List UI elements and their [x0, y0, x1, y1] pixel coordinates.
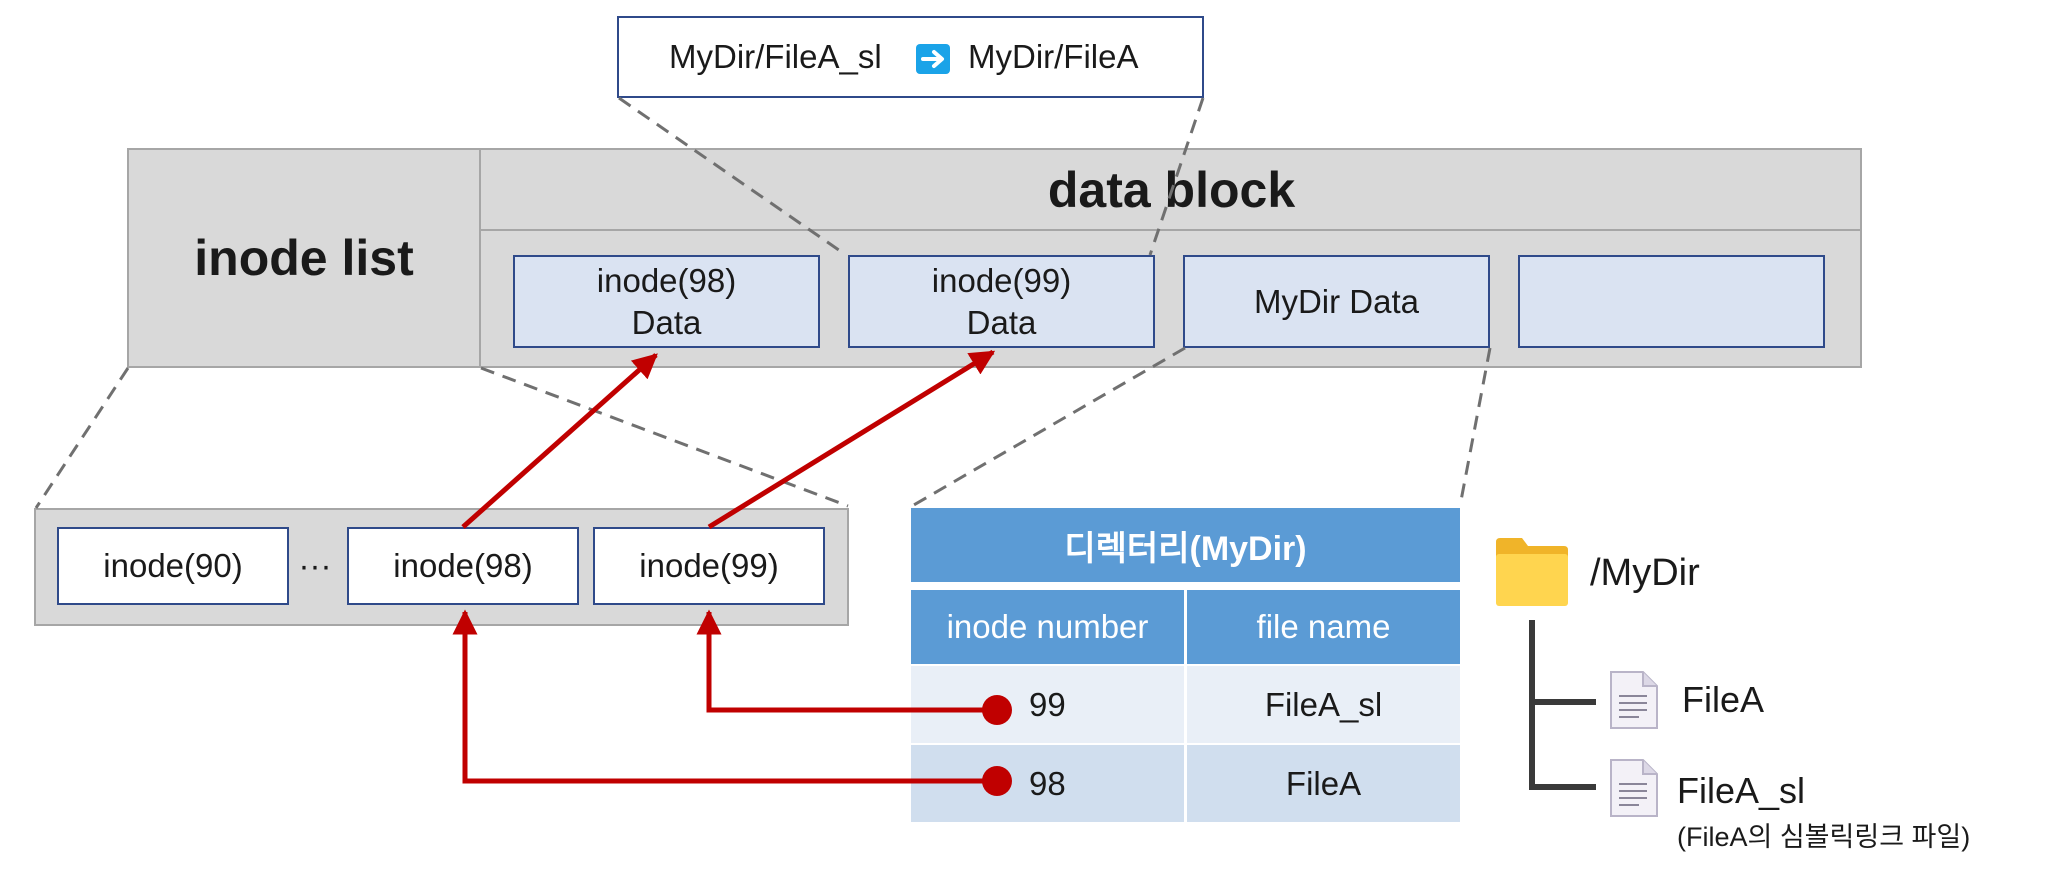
arrow-inode98-to-data: [461, 353, 658, 529]
tree-root-label: /MyDir: [1590, 551, 1700, 594]
ellipsis: ···: [298, 547, 332, 584]
cell-name-filea-sl: FileA_sl: [1187, 666, 1460, 743]
symlink-path: MyDir/FileA_sl: [669, 38, 882, 75]
inode-99: inode(99): [593, 527, 825, 605]
cell-name-filea: FileA: [1187, 745, 1460, 822]
block-label: MyDir Data: [1253, 282, 1420, 320]
tree-file-filea-sl: FileA_sl: [1677, 770, 1806, 811]
right-arrow-icon: [916, 44, 950, 74]
header-divider: [481, 229, 1862, 231]
arrow-entry98-to-inode98: [452, 609, 996, 784]
callout-zoom-line-left: [618, 96, 847, 257]
arrow-inode99-to-data: [707, 349, 996, 530]
dir-zoom-line-right: [1458, 347, 1492, 507]
target-path: MyDir/FileA: [968, 38, 1139, 75]
data-block-inode99: inode(99) Data: [848, 255, 1155, 348]
directory-title: 디렉터리(MyDir): [911, 508, 1460, 582]
inode-zoom-line-left: [34, 367, 130, 509]
cell-inode-99: 99: [911, 666, 1184, 743]
file-icon: [1609, 670, 1659, 730]
inode-90: inode(90): [57, 527, 289, 605]
arrow-entry99-to-inode99: [696, 609, 996, 713]
entry-99-dot: [982, 695, 1012, 725]
inode-zoom-line-right: [480, 366, 849, 508]
block-sublabel: Data: [966, 303, 1037, 341]
dir-zoom-line-left: [911, 346, 1186, 508]
block-sublabel: Data: [631, 303, 702, 341]
data-block-inode98: inode(98) Data: [513, 255, 820, 348]
file-icon: [1609, 758, 1659, 818]
callout-zoom-line-right: [1148, 97, 1205, 256]
panel-divider: [479, 148, 481, 368]
column-header-file-name: file name: [1187, 590, 1460, 664]
tree-file-filea: FileA: [1682, 679, 1765, 720]
entry-98-dot: [982, 766, 1012, 796]
tree-file-note: (FileA의 심볼릭링크 파일): [1677, 822, 1971, 852]
symlink-callout: MyDir/FileA_sl MyDir/FileA: [617, 16, 1204, 98]
column-header-inode-number: inode number: [911, 590, 1184, 664]
inode-98: inode(98): [347, 527, 579, 605]
data-block-mydir: MyDir Data: [1183, 255, 1490, 348]
block-label: inode(98): [596, 261, 737, 299]
data-block-empty: [1518, 255, 1825, 348]
block-label: inode(99): [931, 261, 1072, 299]
inode-list-label: inode list: [194, 230, 414, 286]
folder-icon: [1494, 536, 1570, 608]
